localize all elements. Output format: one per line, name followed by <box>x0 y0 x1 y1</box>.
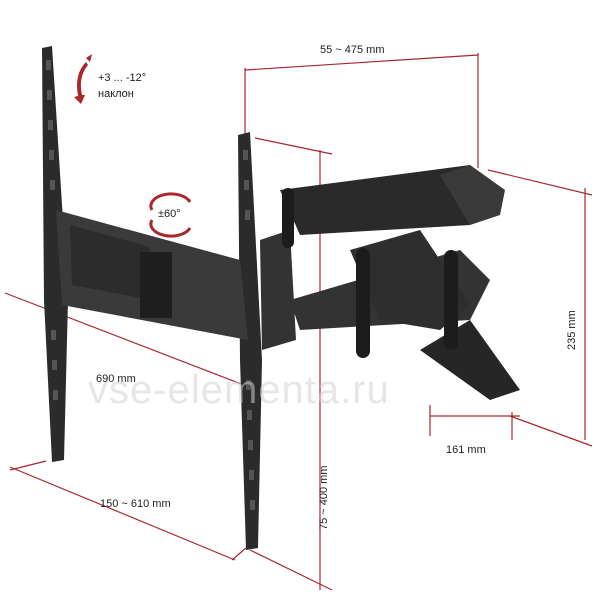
dim-tick <box>509 415 593 447</box>
height-label: 235 mm <box>566 310 578 350</box>
dim-tick <box>254 137 333 155</box>
watermark: vse-elementa.ru <box>88 368 390 412</box>
dim-tick <box>9 460 47 471</box>
depth-large-label: 690 mm <box>96 373 136 385</box>
dim-tick <box>231 547 247 561</box>
dim-line-vesa-horizontal <box>9 466 236 561</box>
vesa-vertical-label: 75 ~ 400 mm <box>318 465 330 530</box>
tilt-arrow-icon <box>74 54 92 104</box>
dim-line-top-width <box>244 54 479 71</box>
vesa-horizontal-label: 150 ~ 610 mm <box>100 498 171 510</box>
swivel-label: ±60° <box>158 208 181 220</box>
dim-tick <box>249 549 333 591</box>
swivel-arrow-icon <box>149 192 192 238</box>
rail-holes <box>46 60 255 510</box>
top-width-label: 55 ~ 475 mm <box>320 44 385 56</box>
mount-body <box>42 46 520 550</box>
depth-small-label: 161 mm <box>446 444 486 456</box>
dim-tick <box>487 169 593 196</box>
tilt-word-label: наклон <box>98 88 134 100</box>
tilt-range-label: +3 ... -12° <box>98 72 147 84</box>
